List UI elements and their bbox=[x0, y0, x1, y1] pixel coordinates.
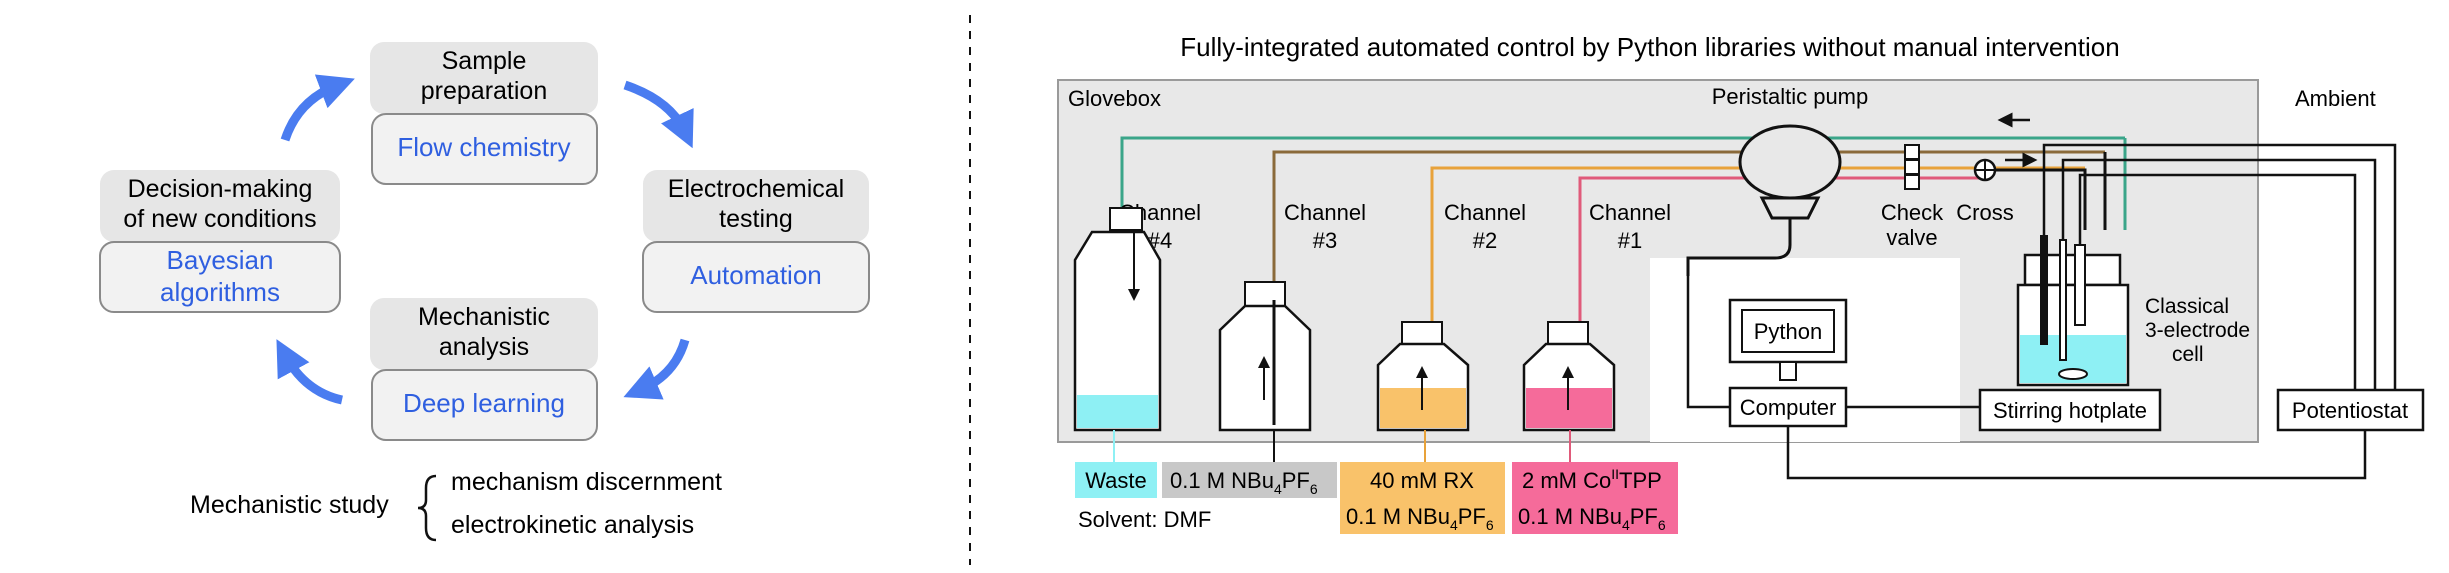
channel-2-line1: Channel bbox=[1444, 200, 1526, 225]
arrow-testing-to-analysis bbox=[623, 338, 690, 400]
cell-line1: Classical bbox=[2145, 295, 2229, 318]
bottle-channel-1: Channel #1 bbox=[1522, 200, 1671, 432]
decision-making-node: Decision-making of new conditions Bayesi… bbox=[99, 170, 341, 313]
mechanistic-analysis-node: Mechanistic analysis Deep learning bbox=[370, 298, 598, 441]
study-brace bbox=[417, 474, 437, 542]
check-valve-line2: valve bbox=[1886, 225, 1937, 250]
ambient-label: Ambient bbox=[2295, 86, 2376, 111]
electrochemical-testing-node: Electrochemical testing Automation bbox=[642, 170, 870, 313]
decision-line1: Decision-making bbox=[128, 175, 313, 203]
waste-swatch bbox=[1075, 462, 1157, 498]
tube-to-cell bbox=[1985, 168, 2087, 230]
pump-label: Peristaltic pump bbox=[1712, 84, 1869, 109]
testing-line2: testing bbox=[719, 205, 793, 233]
channel-3-line2: #3 bbox=[1313, 228, 1337, 253]
waste-label: Waste bbox=[1085, 468, 1147, 493]
cross-label: Cross bbox=[1956, 200, 2013, 225]
automated-setup: Fully-integrated automated control by Py… bbox=[1057, 32, 2425, 534]
arrow-prep-to-testing bbox=[623, 80, 694, 149]
sample-preparation-node: Sample preparation Flow chemistry bbox=[370, 42, 598, 185]
mechanistic-line2: analysis bbox=[439, 333, 529, 361]
cell-line2: 3-electrode bbox=[2145, 319, 2250, 342]
channel-1-line2: #1 bbox=[1618, 228, 1642, 253]
check-valve-line1: Check bbox=[1881, 200, 1944, 225]
channel-2-line2: #2 bbox=[1473, 228, 1497, 253]
mechanistic-line1: Mechanistic bbox=[418, 303, 550, 331]
arrow-analysis-to-decision bbox=[276, 339, 344, 405]
decision-line2: of new conditions bbox=[123, 205, 316, 233]
channel-3-line1: Channel bbox=[1284, 200, 1366, 225]
ch1-swatch bbox=[1512, 462, 1678, 534]
arrow-decision-to-prep bbox=[280, 74, 355, 142]
study-item-2: electrokinetic analysis bbox=[451, 511, 694, 539]
sample-prep-line1: Sample bbox=[442, 47, 527, 75]
mechanistic-study: Mechanistic study mechanism discernment … bbox=[190, 468, 722, 542]
ch2-swatch bbox=[1340, 462, 1505, 534]
testing-line1: Electrochemical bbox=[668, 175, 844, 203]
bayesian-label: Bayesian bbox=[167, 245, 274, 275]
solvent-label: Solvent: DMF bbox=[1078, 507, 1211, 532]
cross-connector: Cross bbox=[1956, 158, 2014, 225]
potentiostat-label: Potentiostat bbox=[2292, 398, 2408, 423]
hotplate-label: Stirring hotplate bbox=[1993, 398, 2147, 423]
stirring-hotplate: Stirring hotplate bbox=[1978, 388, 2162, 432]
reagent-labels: Waste 0.1 M NBu4PF6 40 mM RX 0.1 M NBu4P… bbox=[1075, 462, 1678, 534]
glovebox-label: Glovebox bbox=[1068, 86, 1161, 111]
cell-line3: cell bbox=[2172, 343, 2204, 366]
workflow-cycle: Sample preparation Flow chemistry Electr… bbox=[99, 42, 870, 542]
electrochemical-cell: Classical 3-electrode cell bbox=[2016, 235, 2250, 387]
study-item-1: mechanism discernment bbox=[451, 468, 722, 496]
automation-label: Automation bbox=[690, 260, 822, 290]
mechanistic-study-label: Mechanistic study bbox=[190, 491, 389, 519]
setup-title: Fully-integrated automated control by Py… bbox=[1180, 32, 2119, 62]
sample-prep-line2: preparation bbox=[421, 77, 547, 105]
deep-learning-label: Deep learning bbox=[403, 388, 565, 418]
bottle-channel-4: Channel #4 bbox=[1073, 200, 1201, 432]
flow-chemistry-label: Flow chemistry bbox=[397, 132, 570, 162]
ch3-swatch bbox=[1162, 462, 1337, 498]
computer: Python Computer bbox=[1728, 298, 1848, 428]
bottle-channel-2: Channel #2 bbox=[1376, 200, 1526, 432]
wiring bbox=[1686, 143, 2397, 480]
python-label: Python bbox=[1754, 319, 1823, 344]
bottle-channel-3: Channel #3 bbox=[1218, 200, 1366, 432]
computer-label: Computer bbox=[1740, 395, 1837, 420]
ch1-reagent-line2: 0.1 M NBu4PF6 bbox=[1518, 504, 1666, 533]
algorithms-label: algorithms bbox=[160, 277, 280, 307]
ch1-reagent-line1: 2 mM CoIITPP bbox=[1522, 466, 1662, 493]
peristaltic-pump: Peristaltic pump bbox=[1686, 84, 1869, 276]
ch2-reagent-line1: 40 mM RX bbox=[1370, 468, 1474, 493]
ch3-reagent: 0.1 M NBu4PF6 bbox=[1170, 468, 1318, 497]
check-valve: Check valve bbox=[1881, 144, 1944, 250]
potentiostat: Potentiostat bbox=[2276, 388, 2425, 432]
channel-1-line1: Channel bbox=[1589, 200, 1671, 225]
ch2-reagent-line2: 0.1 M NBu4PF6 bbox=[1346, 504, 1494, 533]
